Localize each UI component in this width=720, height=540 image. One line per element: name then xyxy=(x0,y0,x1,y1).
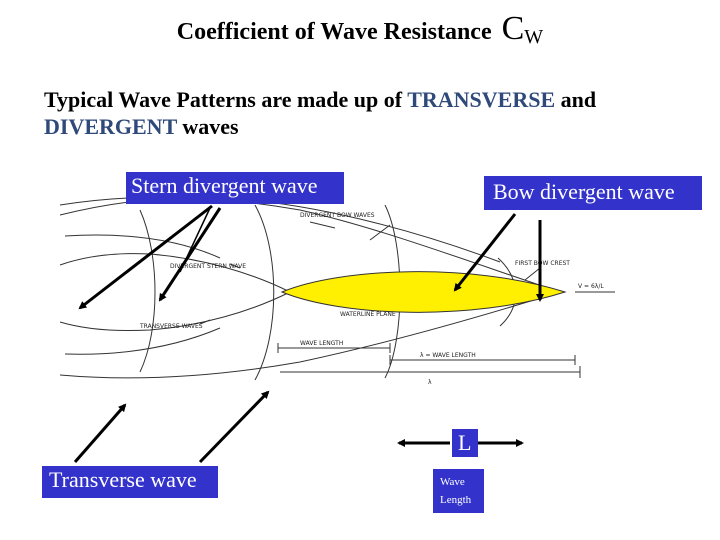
text-lambda-symbol: λ xyxy=(428,379,432,386)
text-divergent-bow-waves: DIVERGENT BOW WAVES xyxy=(300,212,375,219)
bow-divergent-wave-upper-2 xyxy=(59,197,501,263)
text-waterline-plane: WATERLINE PLANE xyxy=(340,311,396,318)
pointer-arrows xyxy=(73,204,544,464)
text-divergent-stern-wave: DIVERGENT STERN WAVE xyxy=(170,263,246,270)
stern-arrow-2 xyxy=(158,207,222,302)
wave-upper-3 xyxy=(64,234,221,259)
subtitle-part1: Typical Wave Patterns are made up of xyxy=(44,87,408,112)
text-first-bow-crest: FIRST BOW CREST xyxy=(515,260,570,267)
bow-arrow-1 xyxy=(453,213,517,292)
ship-length-label: L xyxy=(452,429,478,457)
divergent-stern-wave-lower xyxy=(59,291,291,332)
title-text: Coefficient of Wave Resistance xyxy=(176,19,498,45)
stern-divergent-wave-label: Stern divergent wave xyxy=(126,172,344,204)
subtitle-part2: and xyxy=(555,87,597,112)
transverse-wave-3 xyxy=(139,209,156,373)
divergent-stern-wave-upper xyxy=(59,253,291,293)
subtitle-part3: waves xyxy=(176,114,239,139)
ship-hull xyxy=(280,271,567,313)
stern-arrow-guide xyxy=(179,207,211,273)
transverse-arrow-1 xyxy=(73,403,127,463)
leader-transverse xyxy=(199,319,211,325)
cw-letter: C xyxy=(501,10,525,47)
wave-length-label: Wave Length xyxy=(433,469,484,513)
transverse-wave-2 xyxy=(254,204,275,381)
overall-dimension xyxy=(280,366,581,378)
slide-title: Coefficient of Wave Resistance CW xyxy=(0,10,720,49)
subtitle-transverse: TRANSVERSE xyxy=(407,87,556,112)
leader-divergent-bow xyxy=(309,221,391,241)
cw-symbol: CW xyxy=(501,10,544,48)
transverse-wave-label: Transverse wave xyxy=(42,466,218,498)
bow-divergent-wave-label: Bow divergent wave xyxy=(484,176,702,210)
text-lambda-wave-length: λ = WAVE LENGTH xyxy=(420,352,476,359)
bow-divergent-wave-lower xyxy=(59,291,561,379)
text-wave-length: WAVE LENGTH xyxy=(300,340,343,347)
transverse-arrow-2 xyxy=(198,390,270,464)
lambda-dimension xyxy=(389,355,576,365)
wave-length-dimension xyxy=(277,343,391,353)
leader-stern-wave xyxy=(229,263,241,269)
stern-arrow-1 xyxy=(78,204,213,310)
subtitle-divergent: DIVERGENT xyxy=(44,114,177,139)
slide-subtitle: Typical Wave Patterns are made up of TRA… xyxy=(44,86,684,140)
leader-first-bow-crest xyxy=(524,267,541,281)
cw-subscript: W xyxy=(524,26,544,48)
text-speed: V = 6λ/L xyxy=(578,283,604,290)
text-transverse-waves: TRANSVERSE WAVES xyxy=(139,323,203,330)
wave-lower-3 xyxy=(64,327,221,355)
